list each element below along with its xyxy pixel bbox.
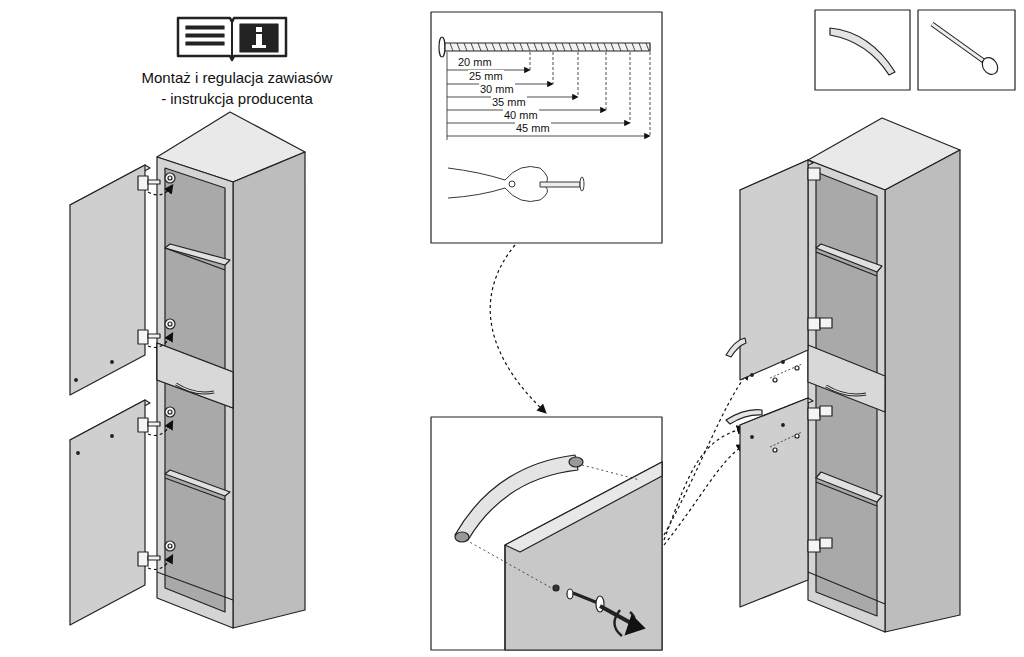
instruction-note: Montaż i regulacja zawiasów - instrukcja… — [138, 67, 336, 109]
handle-detail — [455, 455, 640, 590]
part-screw — [932, 24, 1001, 77]
screw-and-driver — [553, 585, 640, 636]
panel-edge — [505, 462, 662, 650]
dimension-label: 45 mm — [515, 122, 551, 135]
hinges-left — [138, 173, 175, 566]
cabinet-left — [70, 112, 305, 628]
dimension-label: 35 mm — [491, 96, 527, 109]
dimension-label: 25 mm — [468, 70, 504, 83]
manual-icon — [178, 18, 286, 60]
dimension-label: 30 mm — [479, 83, 515, 96]
pliers — [448, 167, 584, 202]
part-screw-box — [918, 10, 1015, 90]
dimension-label: 20 mm — [457, 56, 493, 69]
drawer-right — [808, 345, 885, 412]
part-handle — [830, 28, 895, 75]
screw-gauge — [439, 37, 650, 140]
cabinet-right — [726, 118, 960, 632]
inset-handle — [431, 417, 662, 650]
part-handle-box — [815, 10, 910, 90]
door-lower — [70, 400, 145, 625]
dimension-label: 40 mm — [503, 109, 539, 122]
drawer-left — [157, 343, 233, 408]
door-upper — [70, 165, 145, 395]
inset-screw-sizes — [431, 12, 662, 243]
